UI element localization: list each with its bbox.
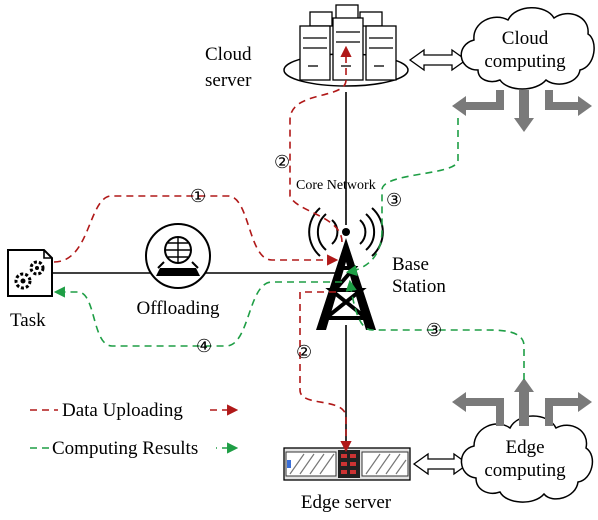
base-station-label-1: Base xyxy=(392,254,429,275)
cloud-distribution-arrows xyxy=(452,90,592,132)
task: Task xyxy=(7,249,53,331)
cloud-computing: Cloud computing xyxy=(452,7,595,132)
task-gears-icon xyxy=(7,249,53,297)
edge-server: Edge server xyxy=(283,447,411,513)
marker-upload-to-base: ① xyxy=(190,186,206,206)
cloud-computing-label-1: Cloud xyxy=(502,28,549,49)
marker-result-to-task: ④ xyxy=(196,336,212,356)
flow-upload-to-edge xyxy=(299,291,352,453)
server-rack-icon xyxy=(299,4,397,81)
marker-result-from-cloud: ③ xyxy=(386,190,402,210)
step-markers: ① ② ② ③ ③ ④ xyxy=(190,152,442,362)
offloading-label: Offloading xyxy=(136,298,220,319)
base-station-label-2: Station xyxy=(392,276,446,297)
marker-upload-to-edge: ② xyxy=(296,342,312,362)
flow-result-to-task xyxy=(53,281,342,347)
cloud-computing-label-2: computing xyxy=(484,51,566,72)
legend-data-uploading: Data Uploading xyxy=(62,400,183,421)
edge-server-label: Edge server xyxy=(301,492,392,513)
flow-upload-to-cloud xyxy=(289,45,352,243)
edge-computing-label-2: computing xyxy=(484,460,566,481)
cloud-server-label-2: server xyxy=(205,70,252,91)
legend-upload-bg xyxy=(58,398,206,422)
cloud-server-label-1: Cloud xyxy=(205,44,252,65)
marker-result-from-edge: ③ xyxy=(426,320,442,340)
antenna-tower-icon xyxy=(308,207,384,330)
flow-result-from-cloud xyxy=(345,118,459,277)
marker-upload-to-cloud: ② xyxy=(274,152,290,172)
task-label: Task xyxy=(10,310,46,331)
offloading-globe-icon xyxy=(156,236,200,276)
edge-server-icon xyxy=(283,447,411,481)
edge-distribution-arrows xyxy=(452,378,592,426)
edge-exchange-arrow xyxy=(412,452,470,476)
cloud-exchange-arrow xyxy=(408,48,468,72)
base-station: Base Station Core Network xyxy=(296,178,446,330)
legend: Data Uploading Computing Results xyxy=(50,398,216,460)
cloud-server: Cloud server xyxy=(205,4,409,91)
flow-upload-to-base xyxy=(53,195,339,266)
legend-results-bg xyxy=(50,436,216,460)
legend-computing-results: Computing Results xyxy=(52,438,198,459)
edge-computing: Edge computing xyxy=(452,378,594,503)
edge-computing-label-1: Edge xyxy=(505,437,544,458)
core-network-label: Core Network xyxy=(296,178,376,193)
offloading: Offloading xyxy=(136,223,220,319)
flow-result-from-edge xyxy=(345,279,525,380)
